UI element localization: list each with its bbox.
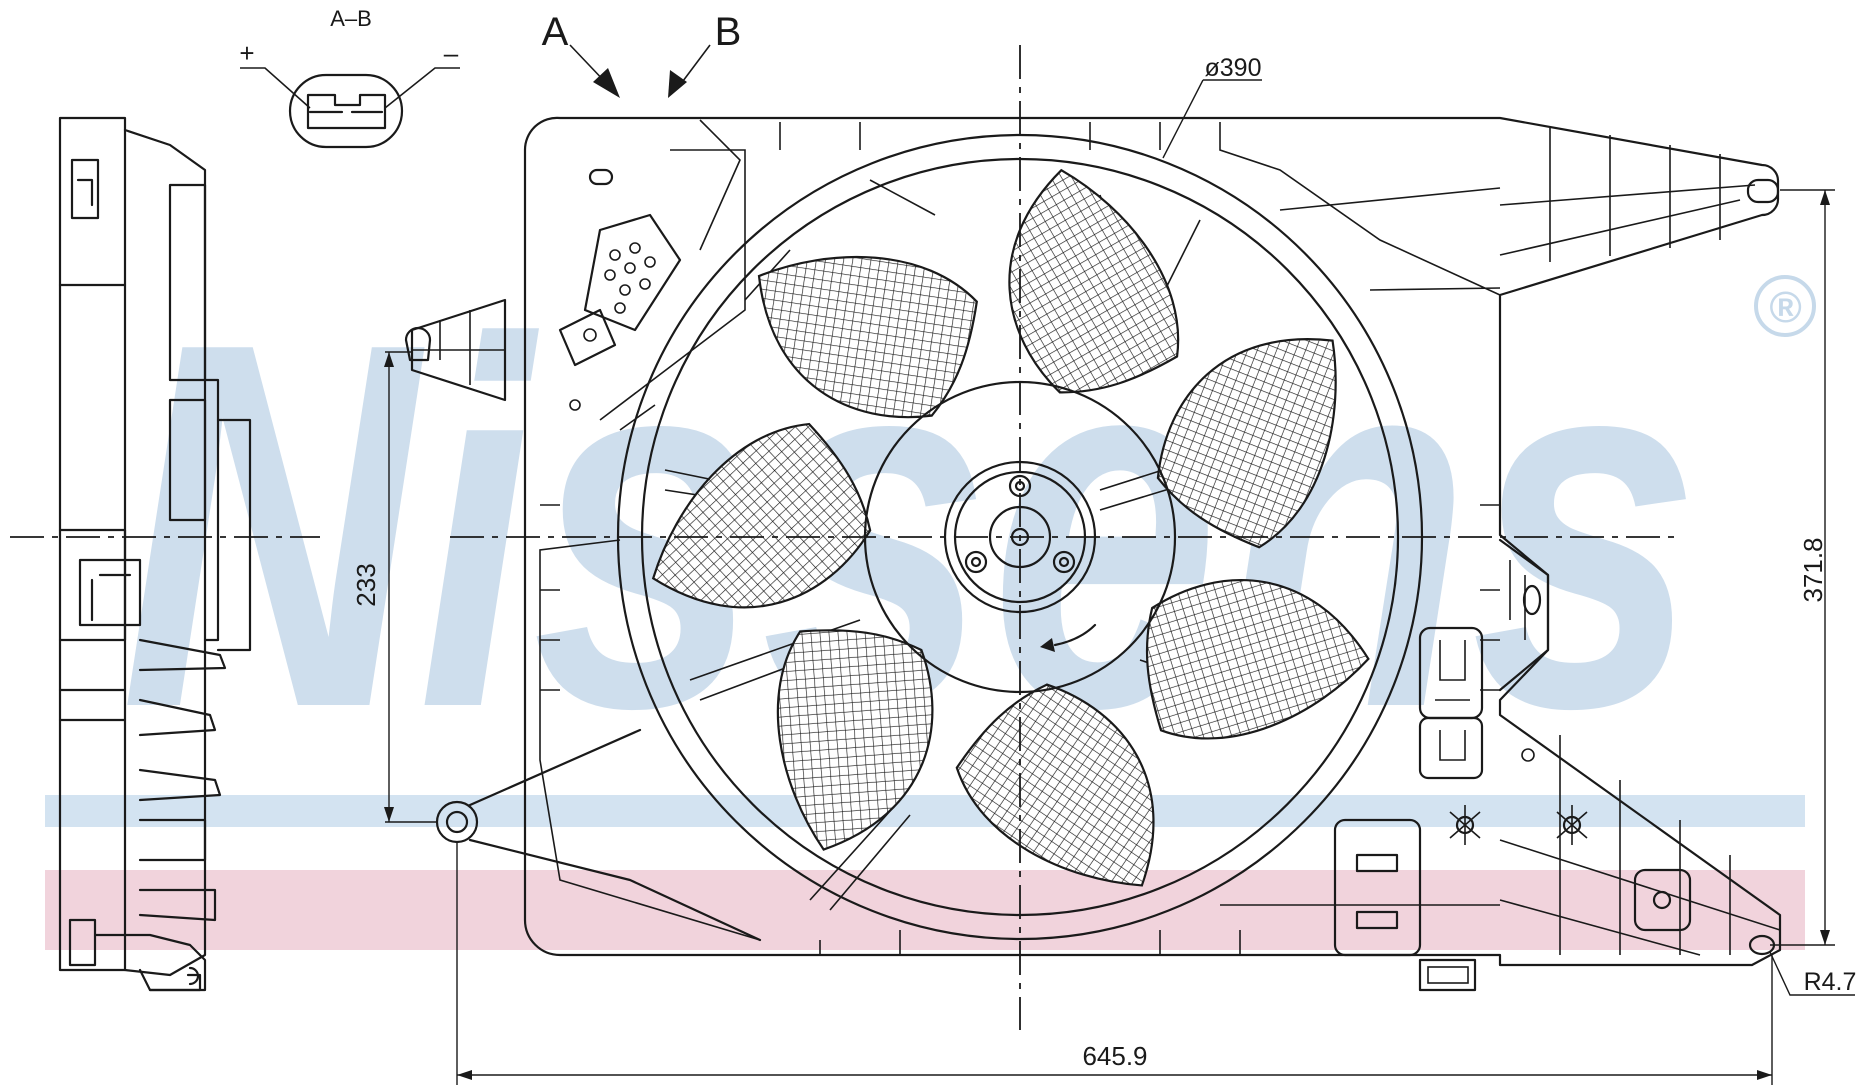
- height-left-label: 233: [351, 563, 381, 606]
- arrow-b-label: B: [715, 10, 742, 54]
- center-lines: [10, 45, 1680, 1030]
- connector-detail: [240, 67, 460, 149]
- side-view: [58, 116, 252, 992]
- latch-star-icon-2: [1556, 805, 1588, 845]
- fan-blade: [1145, 579, 1370, 740]
- dimension-lines: [384, 79, 1855, 1085]
- watermark-band-pink: [45, 870, 1805, 950]
- fan: [616, 133, 1424, 941]
- fan-blades: [651, 168, 1370, 887]
- view-arrows: [569, 44, 711, 98]
- arrow-a-label: A: [542, 10, 569, 54]
- connector-label: A–B: [330, 6, 372, 31]
- arrow-a-icon: [593, 68, 620, 98]
- fan-blade: [651, 422, 872, 609]
- fan-diameter-label: ø390: [1205, 54, 1262, 82]
- fan-blade: [1156, 338, 1337, 549]
- registered-mark-ring: [1754, 275, 1816, 337]
- mount-radius-label: R4.7: [1804, 968, 1857, 996]
- fan-blade: [1008, 168, 1180, 394]
- connector-plug-icon: [288, 73, 404, 149]
- fan-blade: [776, 629, 934, 851]
- arrow-b-icon: [668, 70, 687, 98]
- latch-star-icon: [1449, 805, 1481, 845]
- registered-mark: ®: [1769, 283, 1802, 332]
- height-right-label: 371.8: [1798, 537, 1828, 602]
- watermark-band-blue: [45, 795, 1805, 827]
- rotation-arrow-icon: [1040, 623, 1097, 652]
- fan-blade: [955, 683, 1155, 887]
- left-mount-bracket: [404, 298, 507, 402]
- connector-minus: –: [444, 38, 459, 68]
- width-bottom-label: 645.9: [1082, 1041, 1147, 1071]
- frame-connector: [558, 149, 746, 421]
- right-latches: [1333, 538, 1588, 992]
- shroud-frame: [523, 116, 1782, 967]
- connector-plus: +: [239, 38, 254, 68]
- fan-blade: [757, 255, 978, 419]
